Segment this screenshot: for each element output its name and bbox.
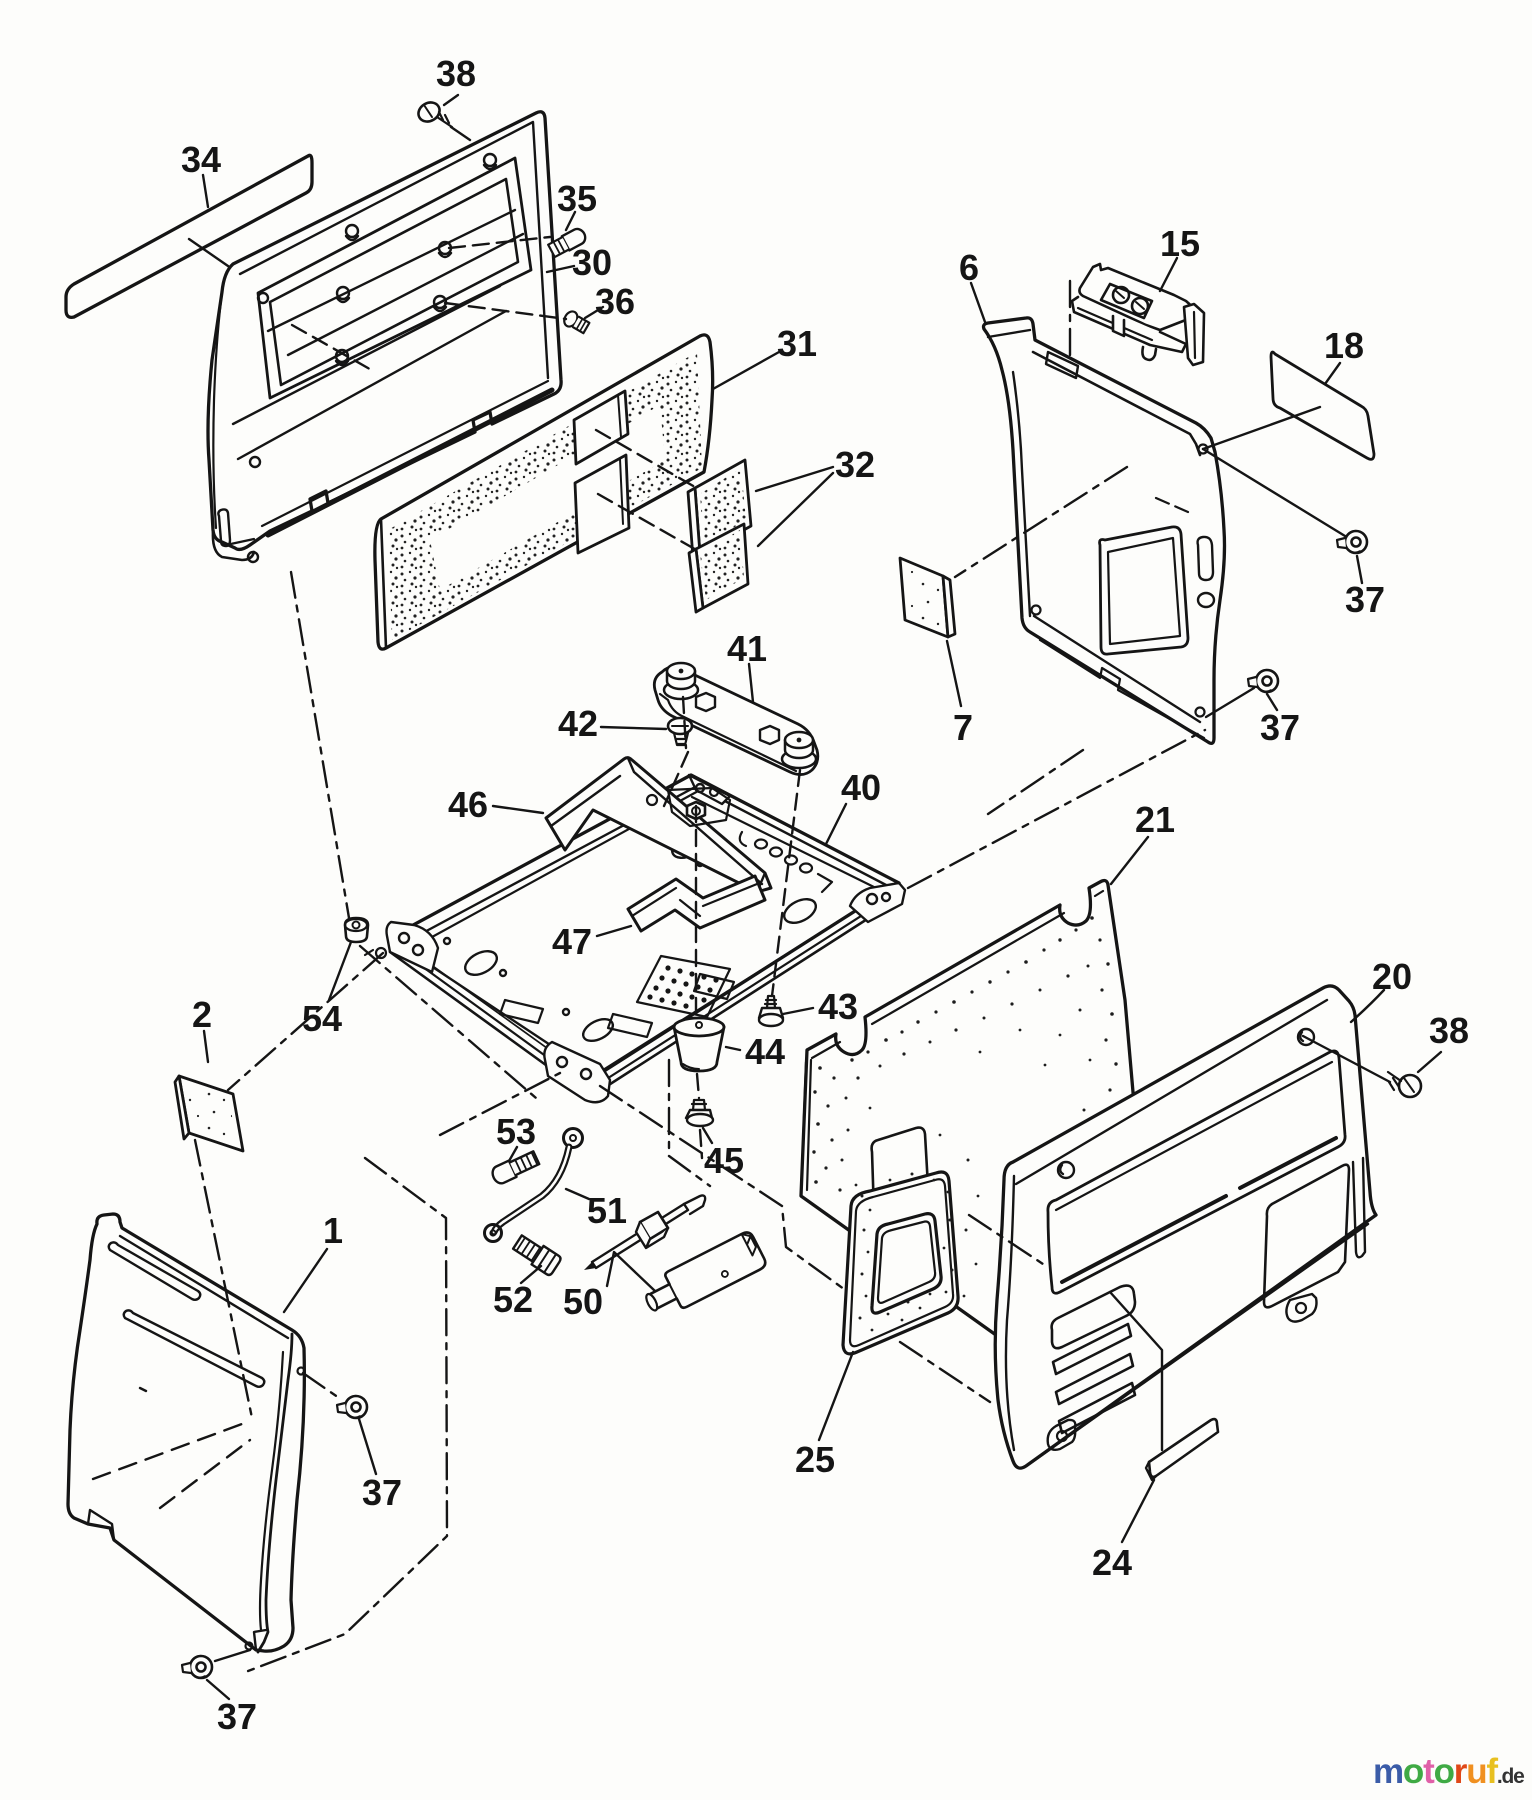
svg-text:18: 18	[1324, 325, 1364, 366]
svg-text:6: 6	[959, 247, 979, 288]
svg-text:31: 31	[777, 323, 817, 364]
svg-text:45: 45	[704, 1140, 744, 1181]
svg-text:30: 30	[572, 242, 612, 283]
svg-text:21: 21	[1135, 799, 1175, 840]
svg-text:1: 1	[323, 1210, 343, 1251]
svg-text:20: 20	[1372, 956, 1412, 997]
svg-text:52: 52	[493, 1279, 533, 1320]
svg-text:37: 37	[362, 1472, 402, 1513]
svg-text:51: 51	[587, 1190, 627, 1231]
svg-text:15: 15	[1160, 223, 1200, 264]
svg-text:35: 35	[557, 178, 597, 219]
svg-text:37: 37	[1260, 707, 1300, 748]
svg-text:7: 7	[953, 707, 973, 748]
svg-text:50: 50	[563, 1281, 603, 1322]
svg-text:37: 37	[217, 1696, 257, 1737]
svg-text:36: 36	[595, 281, 635, 322]
svg-text:47: 47	[552, 921, 592, 962]
svg-text:38: 38	[1429, 1010, 1469, 1051]
svg-text:38: 38	[436, 53, 476, 94]
svg-text:53: 53	[496, 1111, 536, 1152]
svg-text:24: 24	[1092, 1542, 1132, 1583]
svg-text:25: 25	[795, 1439, 835, 1480]
svg-text:37: 37	[1345, 579, 1385, 620]
svg-text:44: 44	[745, 1031, 785, 1072]
svg-text:42: 42	[558, 703, 598, 744]
svg-text:54: 54	[302, 998, 342, 1039]
svg-text:34: 34	[181, 139, 221, 180]
svg-text:41: 41	[727, 628, 767, 669]
svg-text:32: 32	[835, 444, 875, 485]
svg-text:43: 43	[818, 986, 858, 1027]
svg-text:46: 46	[448, 784, 488, 825]
svg-text:2: 2	[192, 994, 212, 1035]
svg-text:40: 40	[841, 767, 881, 808]
